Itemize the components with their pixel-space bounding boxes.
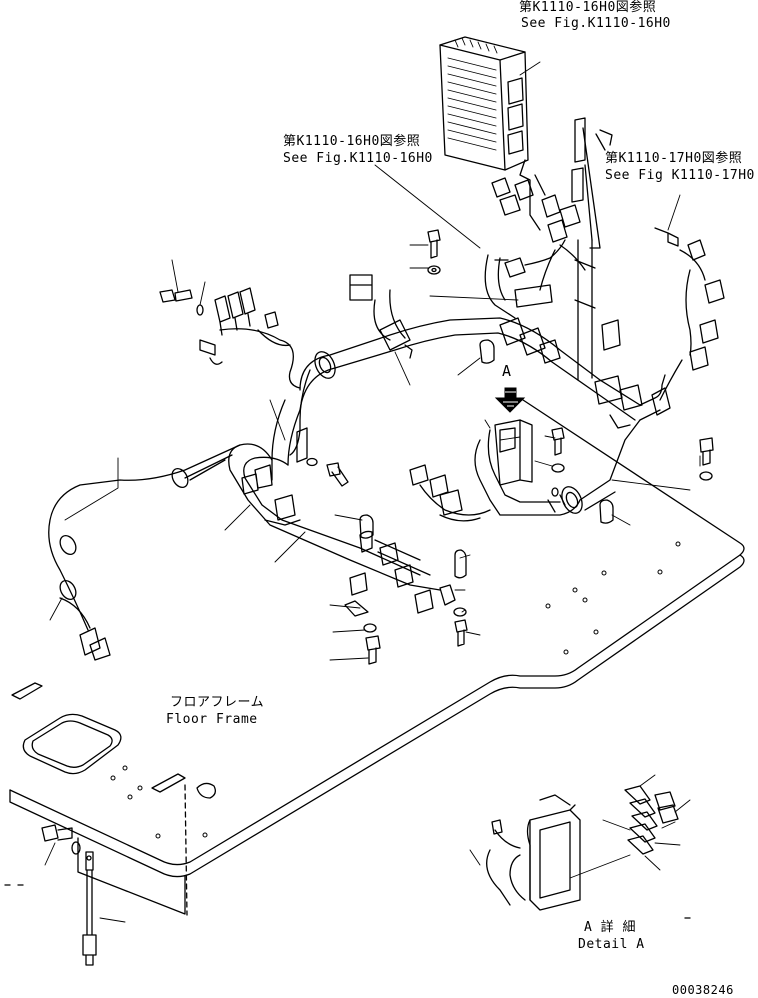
view-a-label: A [502, 362, 512, 380]
detail-a-label-jp: A 詳 細 [584, 920, 636, 935]
left-connectors [200, 288, 300, 388]
view-a-arrow [496, 388, 524, 412]
right-lower-harness [410, 420, 640, 523]
floor-frame-label-en: Floor Frame [166, 712, 258, 727]
callout-right-en: See Fig K1110-17H0 [605, 168, 755, 183]
dash-marks [5, 885, 690, 918]
floor-frame-label-jp: フロアフレーム [170, 695, 265, 710]
detail-a-drawing [487, 786, 678, 910]
callout-middle-jp: 第K1110-16H0図参照 [283, 134, 421, 149]
vertical-harness [540, 240, 620, 380]
callout-top-right-jp: 第K1110-16H0図参照 [519, 0, 657, 15]
middle-connector-harness [485, 240, 565, 318]
controller-box [440, 37, 528, 170]
fasteners [42, 230, 713, 965]
detail-a-label-en: Detail A [578, 937, 645, 952]
controller-connectors [492, 118, 612, 248]
callout-right-jp: 第K1110-17H0図参照 [605, 151, 743, 166]
right-connectors [655, 228, 724, 400]
main-harness [272, 275, 670, 480]
callout-top-right-en: See Fig.K1110-16H0 [521, 16, 671, 31]
leader-lines [45, 62, 700, 922]
lower-left-harness [49, 444, 466, 660]
floor-frame-plate [10, 398, 744, 915]
drawing-number: 00038246 [672, 983, 734, 997]
callout-middle-en: See Fig.K1110-16H0 [283, 151, 433, 166]
